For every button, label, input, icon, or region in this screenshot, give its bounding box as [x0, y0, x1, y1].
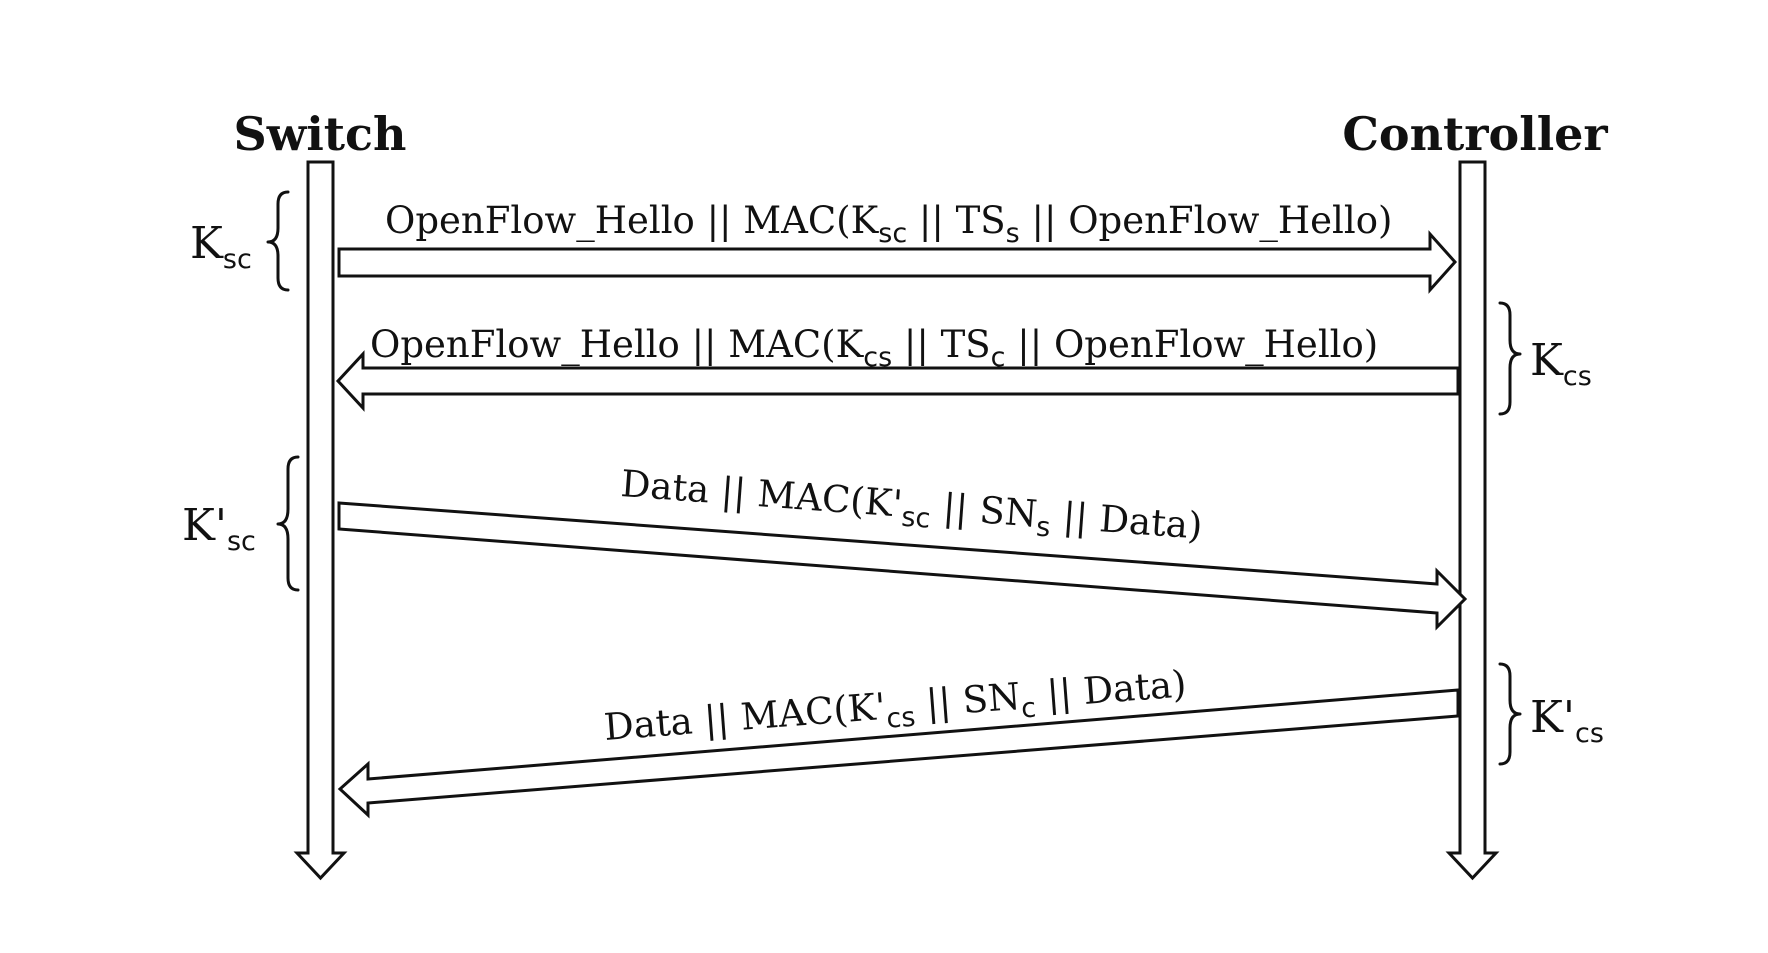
key-label-4: K'cs: [1530, 692, 1604, 749]
key-label-1: Ksc: [190, 218, 252, 275]
message-label-1: OpenFlow_Hello || MAC(Ksc || TSs || Open…: [385, 199, 1392, 249]
switch-lifeline: [293, 160, 348, 881]
switch-label: Switch: [234, 107, 407, 161]
message-label-2: OpenFlow_Hello || MAC(Kcs || TSc || Open…: [370, 323, 1378, 373]
message-arrow-3: [337, 501, 1468, 631]
key-brace-3: [276, 455, 300, 592]
key-brace-4: [1498, 662, 1522, 766]
key-brace-1: [266, 190, 290, 292]
message-arrow-4: [337, 688, 1460, 819]
controller-label: Controller: [1342, 107, 1608, 161]
key-label-2: Kcs: [1530, 335, 1592, 392]
message-arrow-1: [337, 230, 1458, 294]
key-brace-2: [1498, 301, 1522, 416]
key-label-3: K'sc: [182, 500, 256, 557]
controller-lifeline: [1445, 160, 1500, 881]
message-arrow-2: [335, 350, 1460, 412]
